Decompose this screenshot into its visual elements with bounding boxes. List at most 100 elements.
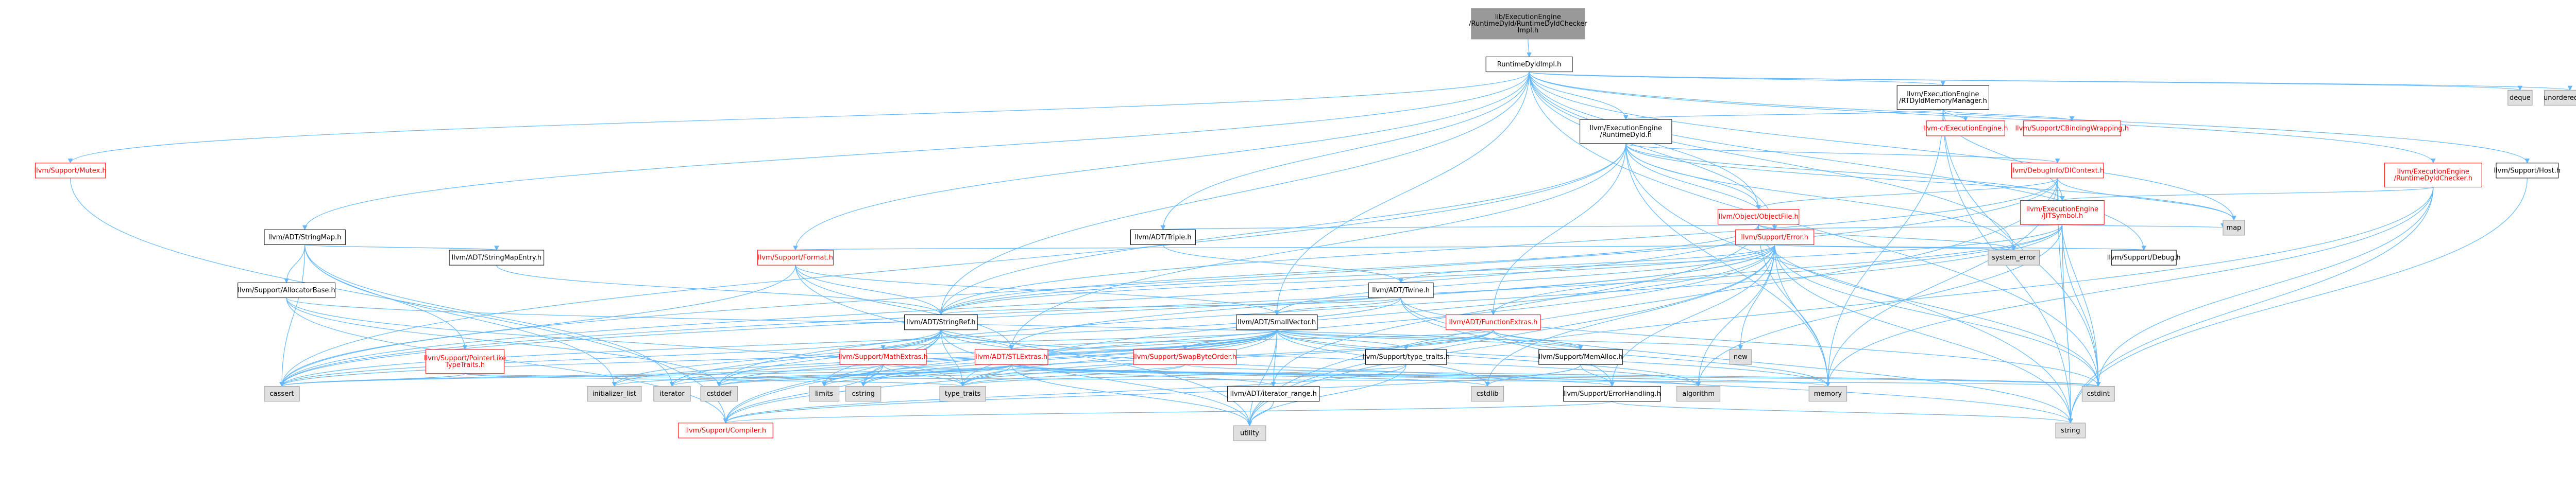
edge-swapbyteorder-to-cstdint (1184, 364, 2100, 387)
edge-rtcmm-to-string (1942, 109, 2073, 424)
edge-format-to-smallvector (795, 265, 1279, 316)
node-smallvector[interactable]: llvm/ADT/SmallVector.h (1236, 314, 1318, 330)
node-typetraits[interactable]: llvm/Support/type_traits.h (1362, 349, 1450, 365)
node-rtdyld-label-1: /RuntimeDyld.h (1600, 131, 1652, 139)
node-typetraits-label-0: llvm/Support/type_traits.h (1362, 354, 1450, 361)
node-algorithm-box (1676, 386, 1721, 402)
node-rtdchecker[interactable]: llvm/ExecutionEngine/RuntimeDyldChecker.… (2384, 163, 2482, 187)
node-iterator_range-box (1227, 386, 1320, 402)
node-objectfile-label-0: llvm/Object/ObjectFile.h (1719, 213, 1799, 221)
edge-rtdimpl-to-rtcmm (1529, 72, 1945, 86)
node-rtdchecker-box (2384, 163, 2482, 187)
node-objectfile-box (1718, 209, 1800, 225)
edge-stlextras-to-limits (822, 364, 1012, 387)
node-hostinc[interactable]: llvm/Support/Host.h (2494, 163, 2561, 179)
edge-pointerlike-to-type_traits (464, 373, 965, 387)
edge-typetraits-to-utility (1247, 364, 1406, 427)
node-dicontext[interactable]: llvm/DebugInfo/DIContext.h (2011, 163, 2104, 179)
edge-smallvector-to-limits (822, 329, 1277, 387)
node-rtdyld-label-0: llvm/ExecutionEngine (1590, 125, 1662, 132)
edge-twine-to-smallvector (1274, 297, 1401, 316)
edge-memalloc-to-errorhandling (1580, 364, 1615, 387)
node-cexec[interactable]: llvm-c/ExecutionEngine.h (1923, 120, 2008, 136)
node-utility-box (1233, 425, 1266, 441)
edge-error-to-type_traits (960, 244, 1775, 387)
node-type_traits-box (939, 386, 986, 402)
node-map: map (2223, 220, 2245, 236)
node-memalloc-label-0: llvm/Support/MemAlloc.h (1538, 354, 1622, 361)
node-mathextras[interactable]: llvm/Support/MathExtras.h (838, 349, 928, 365)
edge-functionextras-to-memory (1493, 329, 1831, 387)
edge-allocatorbase-to-cstddef (286, 297, 722, 387)
node-objectfile[interactable]: llvm/Object/ObjectFile.h (1718, 209, 1800, 225)
edge-objectfile-to-cstdint (1758, 224, 2101, 387)
edge-stringref-to-cstddef (716, 329, 941, 387)
edge-jitsymbol-to-cassert (279, 224, 2063, 387)
edge-smallvector-to-iterator_range (1270, 329, 1277, 387)
node-compiler[interactable]: llvm/Support/Compiler.h (678, 423, 773, 439)
node-string: string (2055, 423, 2086, 439)
node-rtdimpl[interactable]: RuntimeDyldImpl.h (1485, 56, 1573, 73)
edge-error-to-algorithm (1696, 244, 1775, 387)
edge-error-to-cstdint (1774, 244, 2101, 387)
edge-rtdyld-to-jitsymbol (1625, 143, 2065, 201)
node-deque-box (2507, 90, 2533, 106)
node-debug[interactable]: llvm/Support/Debug.h (2107, 250, 2181, 266)
node-triple[interactable]: llvm/ADT/Triple.h (1130, 229, 1196, 245)
edge-stlextras-to-memory (1011, 364, 1831, 387)
node-rtcmm[interactable]: llvm/ExecutionEngine/RTDyldMemoryManager… (1896, 85, 1989, 110)
edge-smallvector-to-utility (1247, 329, 1277, 427)
node-hostinc-label-0: llvm/Support/Host.h (2494, 167, 2561, 174)
node-iterator-box (653, 386, 691, 402)
node-compiler-box (678, 423, 773, 439)
node-memalloc[interactable]: llvm/Support/MemAlloc.h (1538, 349, 1623, 365)
node-utility: utility (1233, 425, 1266, 441)
node-allocatorbase[interactable]: llvm/Support/AllocatorBase.h (238, 282, 335, 299)
node-string-box (2055, 423, 2086, 439)
node-errorhandling[interactable]: llvm/Support/ErrorHandling.h (1563, 386, 1661, 402)
edge-objectfile-to-system_error (1758, 224, 2016, 251)
node-iterator_range[interactable]: llvm/ADT/iterator_range.h (1227, 386, 1320, 402)
node-format[interactable]: llvm/Support/Format.h (757, 250, 834, 266)
node-pointerlike-label-1: TypeTraits.h (445, 361, 485, 369)
edge-functionextras-to-typetraits (1403, 329, 1494, 351)
node-unordered_map-box (2544, 90, 2576, 106)
node-stringmapentry[interactable]: llvm/ADT/StringMapEntry.h (449, 250, 545, 266)
edge-stlextras-to-cstdlib (1011, 364, 1490, 387)
edge-rtcmm-to-memory (1825, 109, 1943, 387)
edge-typetraits-to-type_traits (960, 364, 1406, 387)
edge-hostinc-to-string (2068, 178, 2528, 424)
edge-allocatorbase-to-compiler (286, 297, 728, 424)
node-stringmapentry-label-0: llvm/ADT/StringMapEntry.h (452, 254, 542, 262)
edge-smallvector-to-iterator (669, 329, 1277, 387)
node-map-box (2223, 220, 2245, 236)
edge-mathextras-to-cassert (279, 364, 884, 387)
node-cexec-label-0: llvm-c/ExecutionEngine.h (1923, 125, 2008, 132)
node-memory-label-0: memory (1814, 390, 1842, 398)
node-rtdyld[interactable]: llvm/ExecutionEngine/RuntimeDyld.h (1580, 119, 1672, 144)
edge-stlextras-to-initializer_list (612, 364, 1012, 387)
edge-rtdyld-to-stringref (938, 143, 1626, 316)
node-jitsymbol[interactable]: llvm/ExecutionEngine/JITSymbol.h (2020, 200, 2105, 225)
node-cbind[interactable]: llvm/Support/CBindingWrapping.h (2015, 120, 2129, 136)
nodes: lib/ExecutionEngine/RuntimeDyld/RuntimeD… (35, 8, 2576, 441)
edge-errorhandling-to-compiler (723, 401, 1613, 424)
node-error[interactable]: llvm/Support/Error.h (1735, 229, 1815, 245)
edge-twine-to-errorhandling (1400, 297, 1615, 387)
node-functionextras[interactable]: llvm/ADT/FunctionExtras.h (1446, 314, 1541, 330)
edge-jitsymbol-to-stringref (938, 224, 2063, 316)
node-mutex[interactable]: llvm/Support/Mutex.h (35, 163, 107, 179)
node-stringmap[interactable]: llvm/ADT/StringMap.h (264, 229, 346, 245)
edge-dicontext-to-cassert (279, 178, 2058, 387)
edge-stringref-to-iterator (669, 329, 941, 387)
node-swapbyteorder[interactable]: llvm/Support/SwapByteOrder.h (1133, 349, 1237, 365)
node-stringref[interactable]: llvm/ADT/StringRef.h (904, 314, 978, 330)
node-stlextras[interactable]: llvm/ADT/STLExtras.h (974, 349, 1048, 365)
node-cexec-box (1926, 120, 2005, 136)
edge-jitsymbol-to-functionextras (1490, 224, 2063, 316)
node-stringmapentry-box (449, 250, 545, 266)
node-twine[interactable]: llvm/ADT/Twine.h (1368, 282, 1434, 299)
node-algorithm-label-0: algorithm (1682, 390, 1715, 398)
node-root-box (1471, 8, 1585, 40)
